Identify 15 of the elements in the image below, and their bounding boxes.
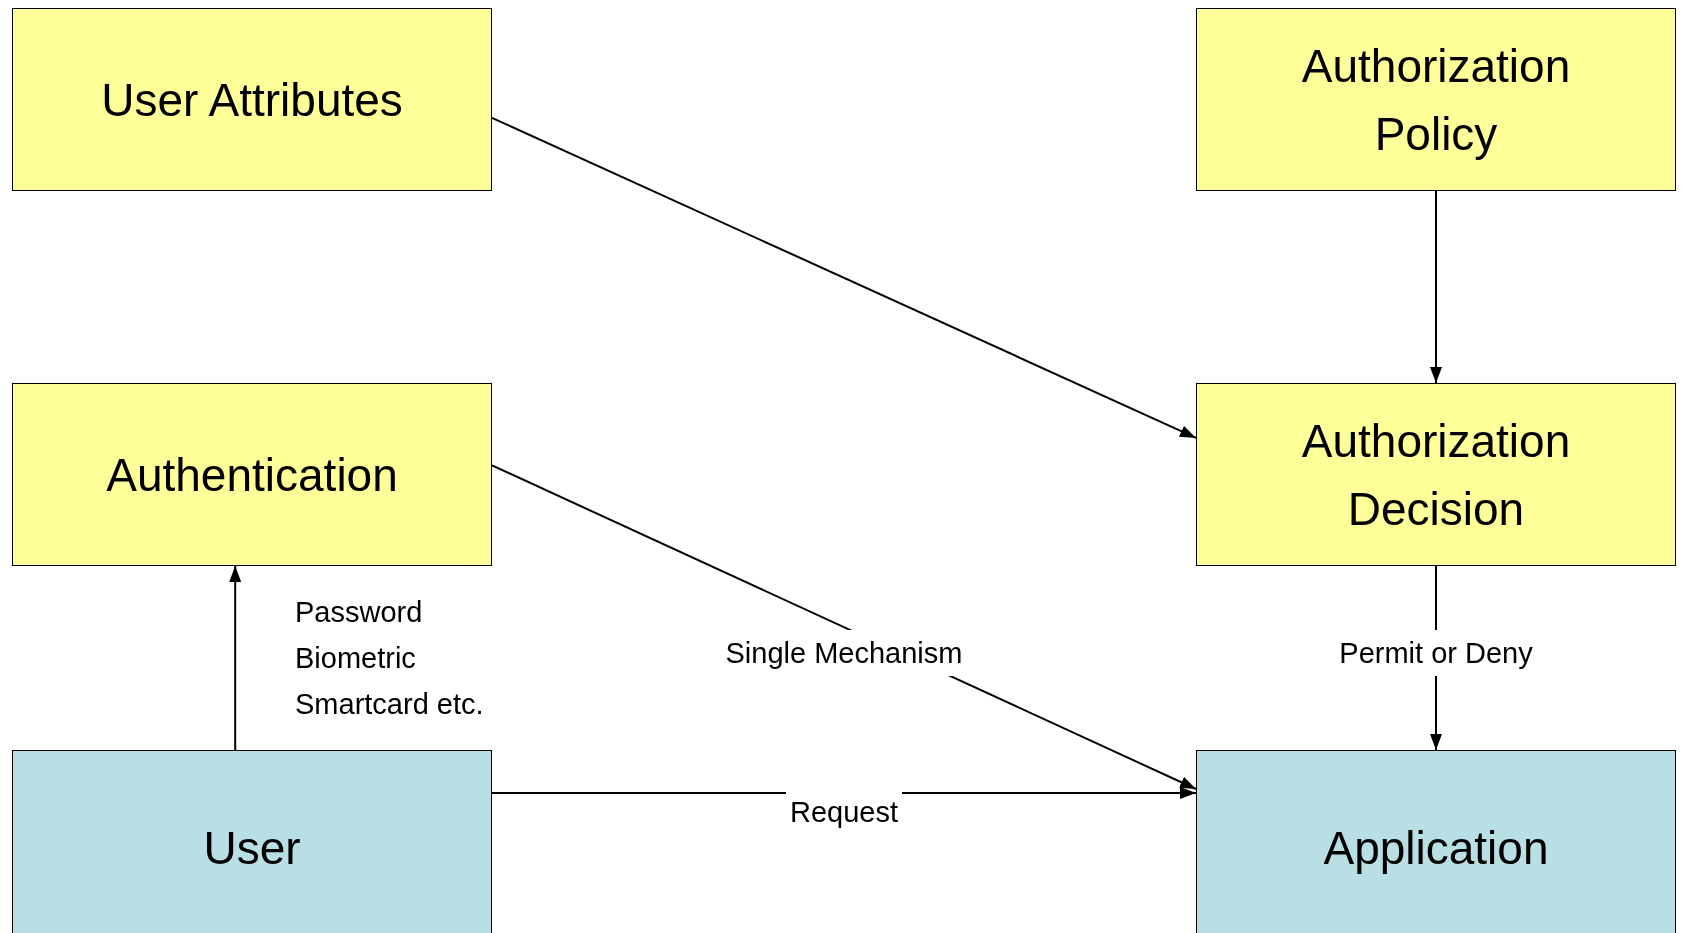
process-box — [1196, 383, 1676, 566]
process-box — [12, 8, 492, 191]
box-label: Application — [1323, 820, 1549, 876]
box-label: Authorization Policy — [1300, 38, 1572, 162]
box-label: Authorization Decision — [1300, 413, 1572, 537]
arrow — [229, 565, 242, 751]
arrow — [491, 116, 1197, 439]
box-label: User — [203, 820, 301, 876]
process-box — [12, 383, 492, 566]
box-label: User Attributes — [101, 72, 403, 128]
arrow — [1430, 190, 1442, 384]
actor-box — [12, 750, 492, 933]
process-box — [1196, 8, 1676, 191]
actor-box — [1196, 750, 1676, 933]
box-label: Authentication — [106, 447, 398, 503]
